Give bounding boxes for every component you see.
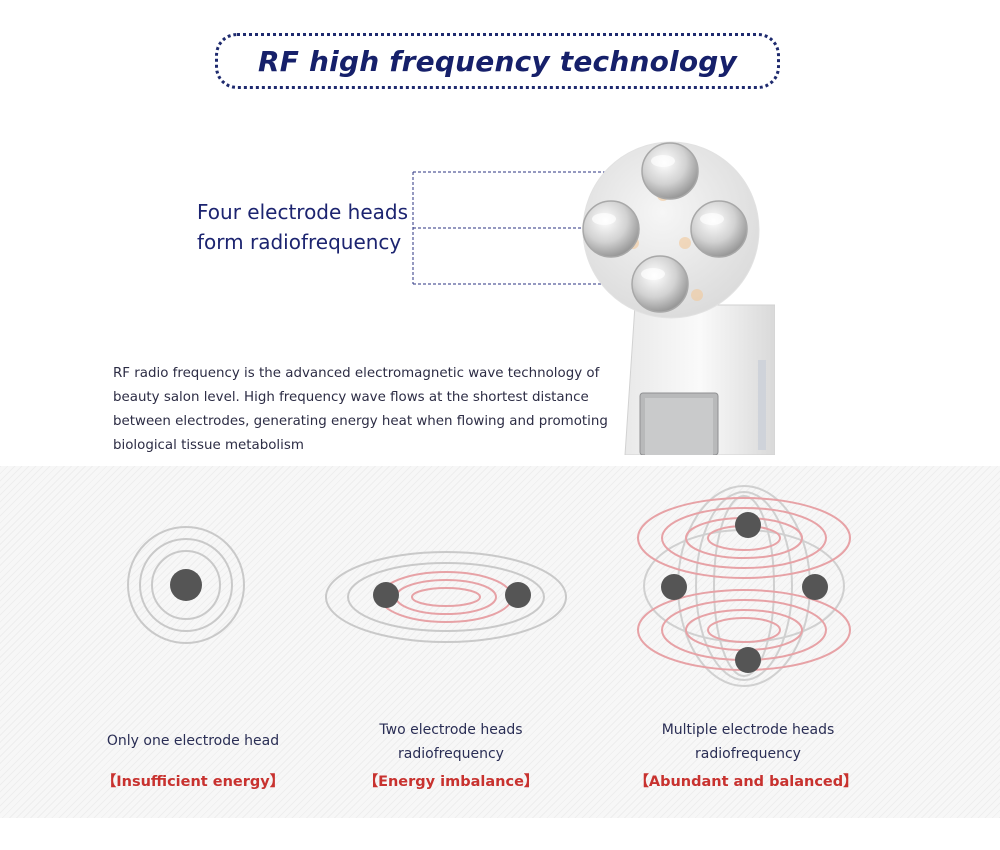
- title-banner: RF high frequency technology: [215, 33, 780, 89]
- tag-energy-imbalance: 【Energy imbalance】: [363, 774, 539, 790]
- electrode-dot: [170, 569, 202, 601]
- description-text: RF radio frequency is the advanced elect…: [113, 362, 608, 458]
- callout-line-1: Four electrode heads: [197, 200, 409, 224]
- electrode-dot: [735, 512, 761, 538]
- caption-line: Only one electrode head: [106, 733, 280, 749]
- electrode-dot: [802, 574, 828, 600]
- single-electrode-diagram: [127, 526, 245, 644]
- callout-line-2: form radiofrequency: [197, 230, 402, 254]
- caption-two-electrodes: Two electrode heads radiofrequency: [321, 718, 581, 766]
- page-title: RF high frequency technology: [258, 44, 737, 78]
- electrode-dot: [735, 647, 761, 673]
- electrode-dot: [661, 574, 687, 600]
- description-line: RF radio frequency is the advanced elect…: [113, 366, 600, 381]
- electrode-dot: [505, 582, 531, 608]
- description-line: biological tissue metabolism: [113, 438, 304, 453]
- caption-multiple-electrodes: Multiple electrode heads radiofrequency: [618, 718, 878, 766]
- tag-abundant-balanced: 【Abundant and balanced】: [634, 774, 858, 790]
- comparison-panel: [0, 466, 1000, 818]
- caption-line: radiofrequency: [695, 746, 801, 762]
- electrode-callout: Four electrode heads form radiofrequency: [197, 197, 408, 257]
- description-line: beauty salon level. High frequency wave …: [113, 390, 589, 405]
- rf-device-image: [582, 141, 775, 455]
- tag-insufficient-energy: 【Insufficient energy】: [101, 774, 285, 790]
- caption-line: Multiple electrode heads: [661, 722, 835, 738]
- caption-line: Two electrode heads: [379, 722, 523, 738]
- caption-single-electrode: Only one electrode head: [63, 729, 323, 753]
- electrode-diagrams: [127, 485, 851, 687]
- caption-line: radiofrequency: [398, 746, 504, 762]
- electrode-dot: [373, 582, 399, 608]
- description-line: between electrodes, generating energy he…: [113, 414, 608, 429]
